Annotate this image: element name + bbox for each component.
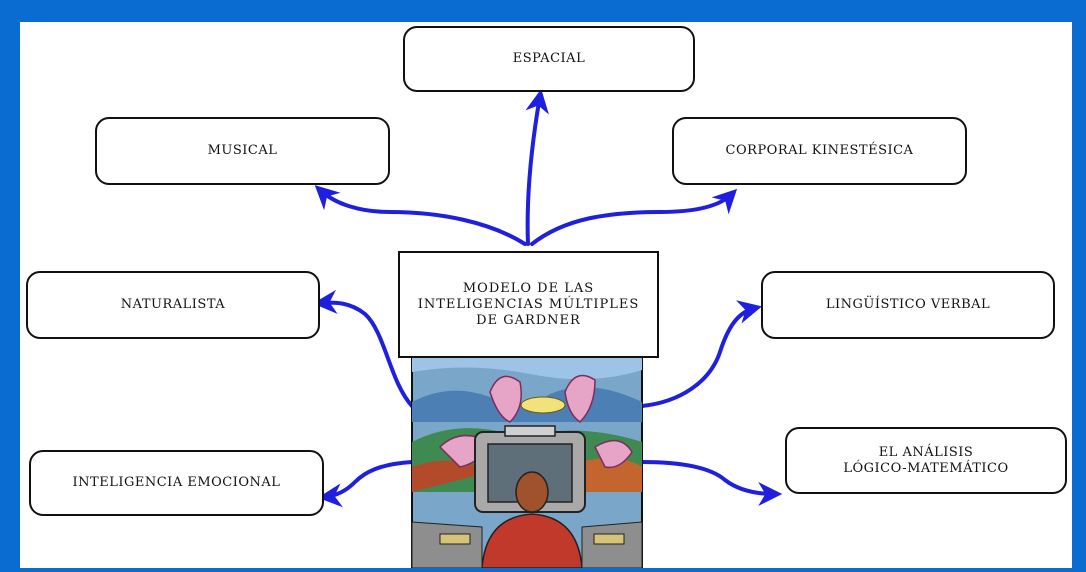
center-title-line3: DE GARDNER [476, 312, 581, 328]
node-logico-label-line1: EL ANÁLISIS [878, 444, 974, 460]
node-musical: MUSICAL [95, 117, 390, 185]
arrow-to-espacial [525, 88, 549, 246]
illustration-picture [411, 357, 643, 568]
node-corporal-label: CORPORAL KINESTÉSICA [725, 143, 914, 158]
center-title-box: MODELO DE LAS INTELIGENCIAS MÚLTIPLES DE… [398, 251, 659, 358]
node-emocional-label: INTELIGENCIA EMOCIONAL [72, 475, 281, 490]
node-naturalista: NATURALISTA [26, 271, 320, 339]
node-corporal-kinestesica: CORPORAL KINESTÉSICA [672, 117, 967, 185]
diagram-canvas: ESPACIAL MUSICAL CORPORAL KINESTÉSICA NA… [20, 22, 1072, 568]
node-logico-matematico: EL ANÁLISIS LÓGICO-MATEMÁTICO [785, 427, 1067, 494]
node-musical-label: MUSICAL [207, 143, 278, 158]
node-logico-label-line2: LÓGICO-MATEMÁTICO [843, 460, 1009, 476]
arrows-layer [312, 88, 783, 568]
center-title-line1: MODELO DE LAS [462, 280, 595, 296]
arrow-to-logico [640, 460, 783, 506]
node-espacial: ESPACIAL [403, 26, 695, 92]
arrow-to-musical [314, 185, 527, 246]
node-inteligencia-emocional: INTELIGENCIA EMOCIONAL [29, 450, 324, 516]
arrow-to-emocional [317, 460, 414, 508]
node-linguistico-verbal: LINGÜÍSTICO VERBAL [761, 271, 1055, 339]
node-naturalista-label: NATURALISTA [120, 297, 226, 312]
arrow-to-corporal [530, 188, 738, 246]
arrow-to-linguistico [640, 300, 763, 408]
arrow-to-naturalista [312, 289, 414, 408]
node-espacial-label: ESPACIAL [512, 51, 586, 66]
center-title-line2: INTELIGENCIAS MÚLTIPLES [417, 296, 640, 312]
node-linguistico-label: LINGÜÍSTICO VERBAL [825, 297, 991, 312]
